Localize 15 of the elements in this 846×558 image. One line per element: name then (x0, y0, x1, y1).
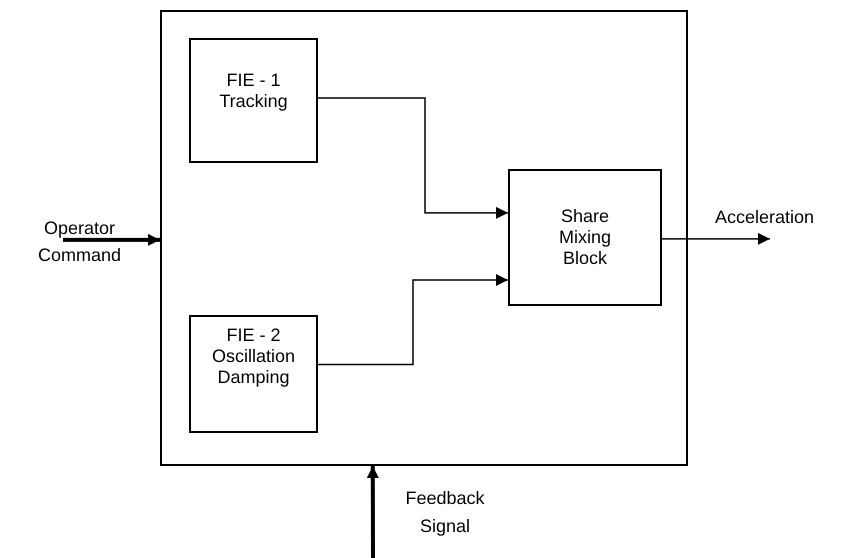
outer-system-box (160, 10, 688, 466)
arrow (366, 466, 379, 558)
process-box (189, 315, 318, 433)
block-label: Share Mixing Block (558, 206, 612, 269)
arrow (63, 234, 160, 246)
edge-label: Feedback Signal (404, 487, 486, 538)
block-label: FIE - 1 Tracking (218, 70, 289, 112)
arrow (662, 232, 770, 245)
edge-label: Acceleration (714, 206, 816, 229)
block-label: FIE - 2 Oscillation Damping (210, 325, 296, 388)
edge-label: Operator Command (36, 217, 122, 267)
process-box (189, 38, 318, 163)
arrow (318, 274, 508, 366)
process-box (508, 169, 662, 306)
arrow (318, 97, 508, 219)
